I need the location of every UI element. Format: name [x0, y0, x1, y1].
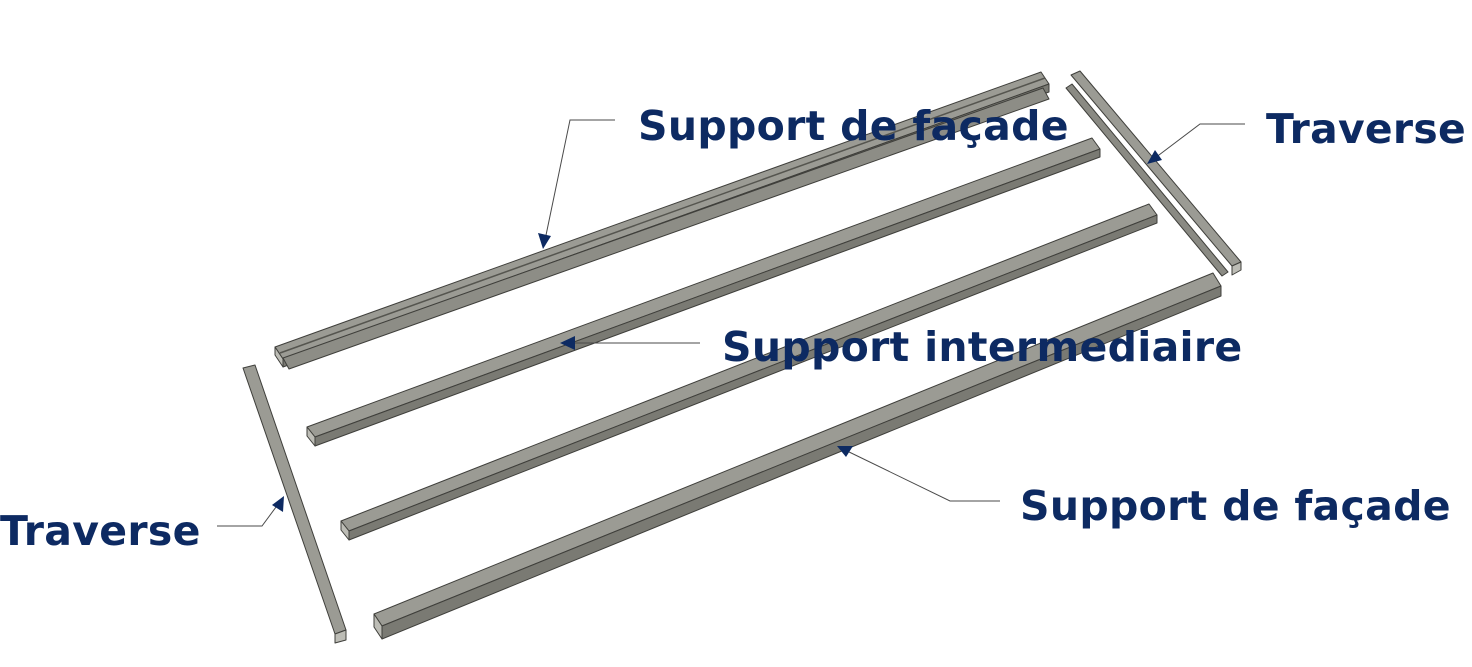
top-facade-support-end-face — [274, 346, 284, 368]
intermediate-support-arrow-head — [560, 336, 575, 350]
intermediate-support-label: Support intermediaire — [722, 323, 1243, 371]
top-facade-support-groove — [279, 77, 1046, 354]
intermediate-support-1-end-face — [306, 426, 316, 447]
right-crossbar-beam — [1065, 70, 1242, 277]
right-crossbar-label: Traverse — [1266, 105, 1466, 153]
intermediate-support-beam-2 — [340, 203, 1158, 541]
right-crossbar-flange — [1065, 83, 1229, 277]
top-facade-support-label: Support de façade — [638, 102, 1069, 150]
right-crossbar-side-face — [1231, 261, 1242, 276]
bottom-facade-support-end-face — [373, 613, 383, 640]
left-crossbar-arrow-head — [272, 496, 284, 512]
top-facade-support-arrow-head — [538, 233, 551, 249]
intermediate-support-leader — [560, 336, 700, 350]
intermediate-support-2-end-face — [340, 520, 350, 541]
top-facade-support-lower-profile — [282, 87, 1050, 370]
bottom-facade-support-label: Support de façade — [1020, 482, 1451, 530]
right-crossbar-leader — [1147, 123, 1245, 164]
bottom-facade-support-arrow-head — [837, 446, 853, 457]
left-crossbar-beam — [242, 364, 347, 644]
left-crossbar-side-face — [334, 629, 347, 644]
left-crossbar-leader — [217, 496, 284, 527]
bottom-facade-support-leader — [837, 446, 1000, 502]
top-facade-support-leader — [538, 119, 615, 249]
left-crossbar-top-face — [242, 364, 347, 635]
left-crossbar-label: Traverse — [0, 507, 201, 555]
top-facade-support-beam — [274, 71, 1050, 370]
intermediate-support-beam-1 — [306, 137, 1101, 447]
bottom-facade-support-beam — [373, 272, 1222, 640]
right-crossbar-arrow-head — [1147, 150, 1162, 164]
